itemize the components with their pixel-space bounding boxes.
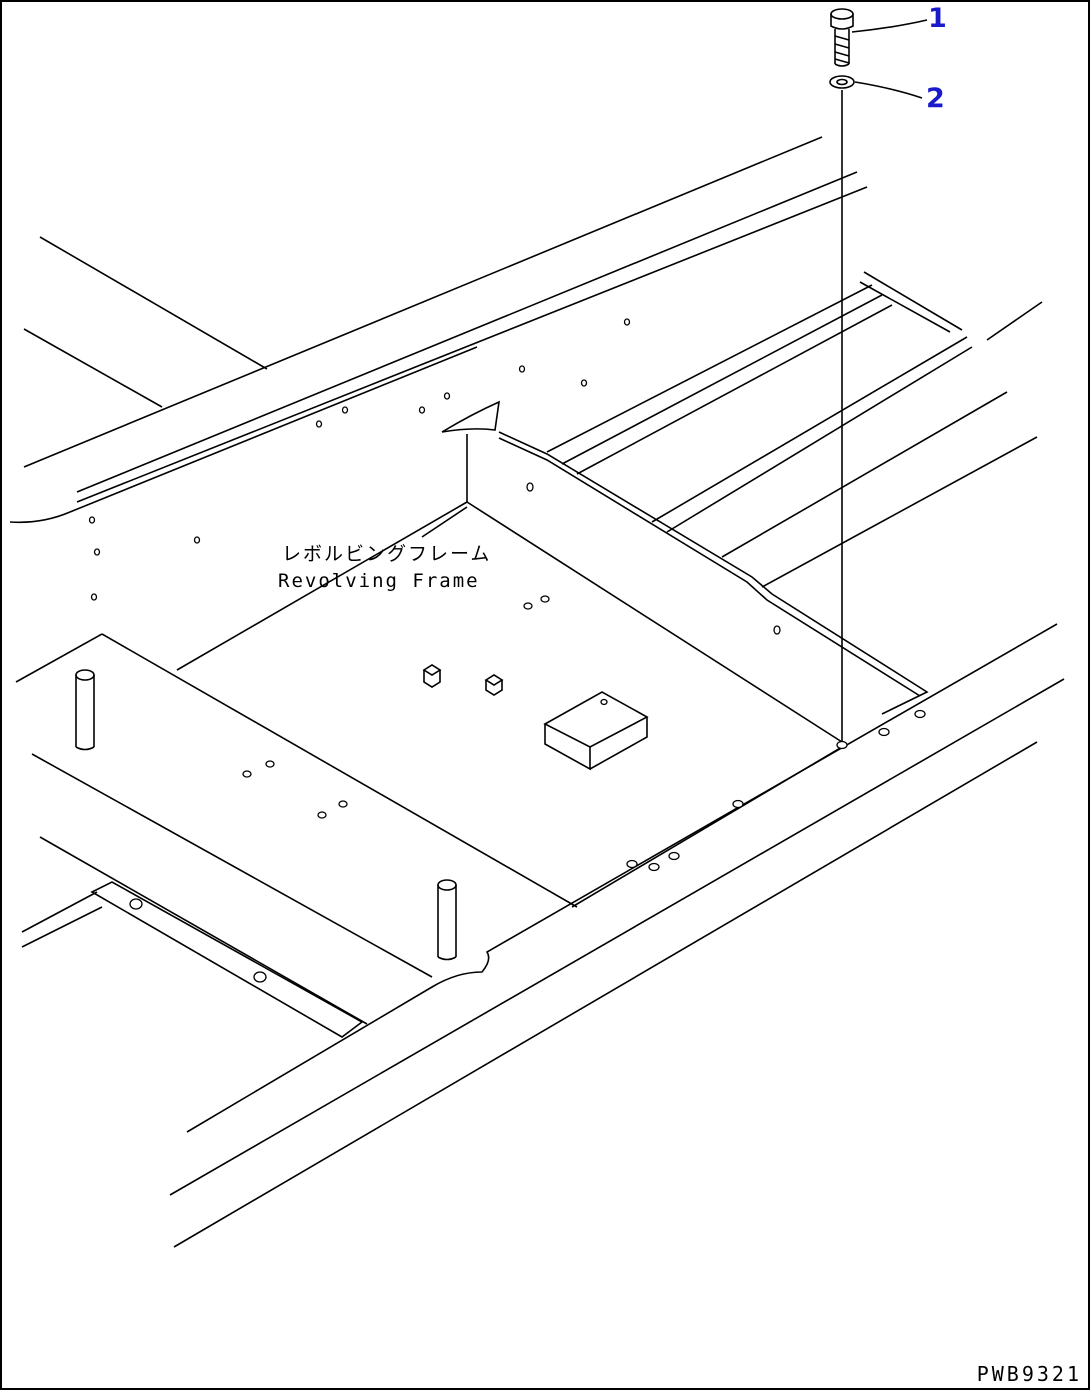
- callout-2-number: 2: [926, 83, 945, 114]
- frame-deck: [176, 400, 929, 743]
- bolt-icon: [830, 8, 854, 67]
- drawing-code: PWB9321: [976, 1362, 1082, 1386]
- pin-left: [75, 669, 95, 751]
- bolt-holes: [88, 318, 926, 983]
- leader-line-2: [854, 81, 923, 99]
- nut-1-icon: [422, 664, 442, 688]
- upper-left-member: [39, 236, 268, 370]
- right-rails: [546, 271, 1043, 588]
- callout-1-number: 1: [928, 3, 947, 34]
- lower-beams: [169, 623, 1065, 1248]
- upper-rail: [9, 136, 868, 524]
- frame-label-english: Revolving Frame: [278, 570, 480, 592]
- frame-label-japanese: レボルビングフレーム: [282, 543, 492, 565]
- left-side-plate: [15, 633, 578, 1038]
- washer-icon: [829, 75, 855, 89]
- upper-left-member-2: [23, 328, 163, 408]
- nut-2-icon: [484, 674, 504, 696]
- frame-label-leader: [421, 506, 468, 538]
- pin-center: [437, 879, 457, 961]
- leader-line-1: [851, 19, 928, 33]
- mounting-block: [543, 691, 649, 771]
